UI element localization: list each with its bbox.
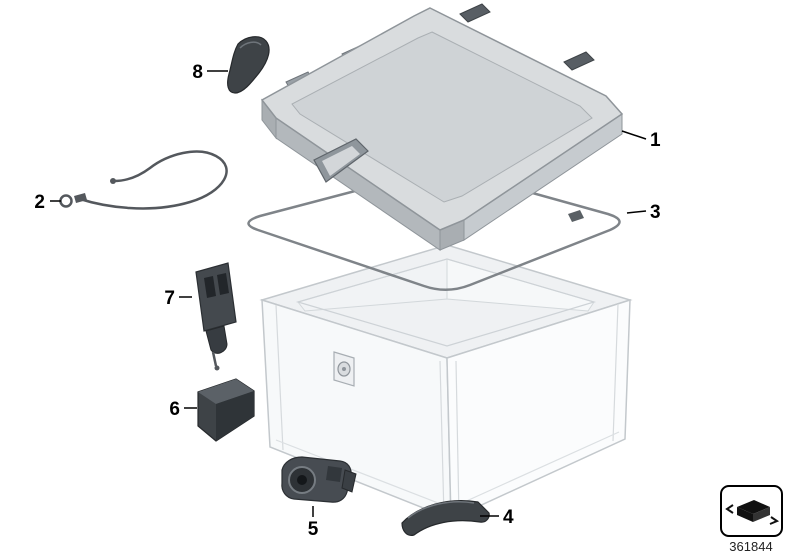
callout-2[interactable]: 2 [34, 192, 61, 213]
callout-2-label[interactable]: 2 [34, 192, 45, 213]
callout-1-label[interactable]: 1 [650, 130, 661, 151]
legend-box [720, 485, 783, 537]
corner-bracket-part [197, 378, 255, 442]
part-number: 361844 [729, 539, 772, 554]
lid-handle [313, 138, 369, 183]
lock-housing-part [281, 456, 357, 503]
callout-5-label[interactable]: 5 [308, 519, 319, 540]
cable-part [59, 150, 228, 210]
topcase-icon [725, 500, 780, 525]
callout-6[interactable]: 6 [169, 399, 197, 420]
hinge-bracket-part [195, 262, 237, 371]
corner-piece-part [227, 36, 270, 94]
callout-8-label[interactable]: 8 [192, 62, 203, 83]
case-lock-plate [333, 351, 355, 387]
callout-7-label[interactable]: 7 [164, 288, 175, 309]
callout-4-label[interactable]: 4 [503, 507, 514, 528]
callout-5[interactable]: 5 [308, 506, 319, 540]
callout-4[interactable]: 4 [480, 507, 514, 528]
corner-bumper-part [401, 500, 490, 536]
seal-keeper [568, 210, 584, 222]
callout-3-label[interactable]: 3 [650, 202, 661, 223]
callout-1[interactable]: 1 [621, 130, 661, 151]
callout-3[interactable]: 3 [626, 202, 661, 223]
callout-6-label[interactable]: 6 [169, 399, 180, 420]
case-body-part [259, 244, 633, 521]
callout-8[interactable]: 8 [192, 62, 228, 83]
lid-part [260, 3, 624, 251]
callout-7[interactable]: 7 [164, 288, 192, 309]
